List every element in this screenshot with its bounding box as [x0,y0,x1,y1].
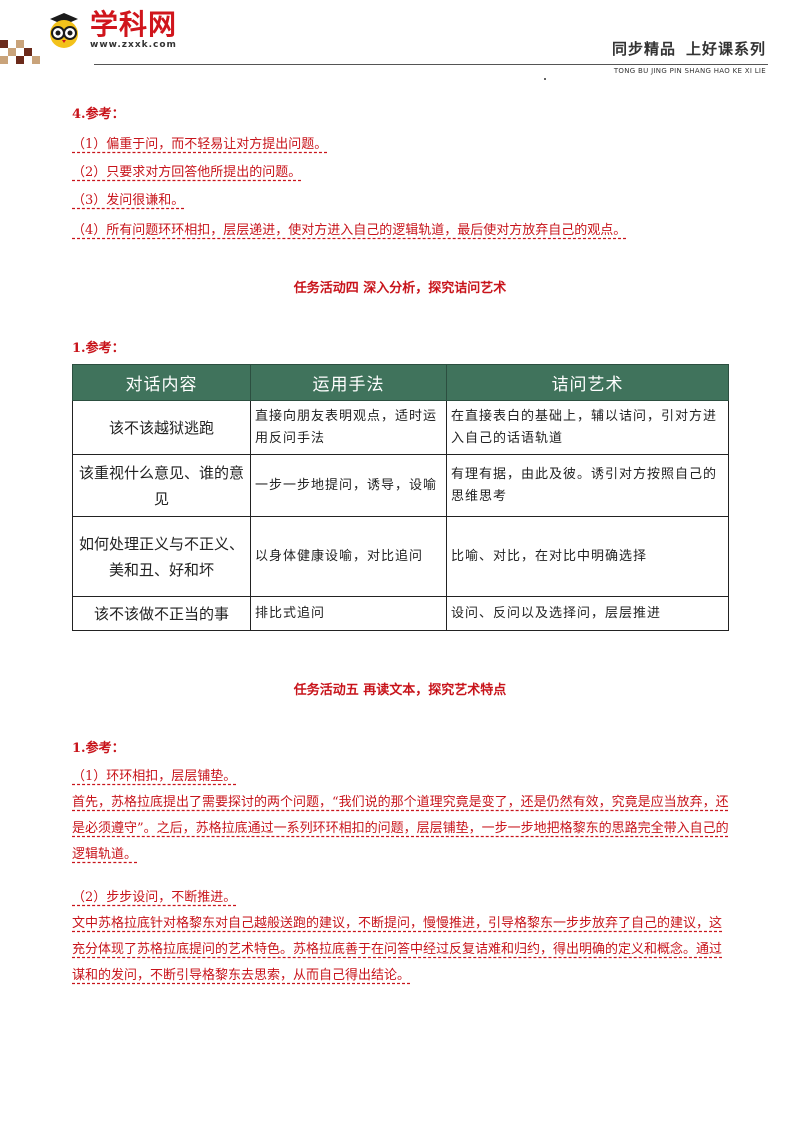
point2-text: 文中苏格拉底针对格黎东对自己越般送跑的建议，不断提问，慢慢推进，引导格黎东一步步… [72,916,723,983]
table-header-cell: 对话内容 [72,364,251,401]
table-row: 如何处理正义与不正义、美和丑、好和坏 以身体健康设喻，对比追问 比喻、对比，在对… [72,516,729,597]
point1-text: 首先，苏格拉底提出了需要探讨的两个问题，“我们说的那个道理究竟是变了，还是仍然有… [72,795,729,862]
section4-line-1: （1）偏重于问，而不轻易让对方提出问题。 [72,137,328,152]
activity4-label: 1.参考： [72,341,125,356]
point2-paragraph: 文中苏格拉底针对格黎东对自己越般送跑的建议，不断提问，慢慢推进，引导格黎东一步步… [72,911,732,989]
table-header-cell: 运用手法 [250,364,447,401]
table-row: 该不该越狱逃跑 直接向朋友表明观点，适时运用反问手法 在直接表白的基础上，辅以诘… [72,400,729,455]
owl-logo-icon [50,13,78,48]
series-title-part1: 同步精品 [611,40,676,58]
table-cell: 该重视什么意见、谁的意见 [72,454,251,517]
logo[interactable]: 学科网 www.zxxk.com [44,10,177,50]
logo-name: 学科网 [90,8,178,41]
page-header: 学科网 www.zxxk.com 同步精品上好课系列 TONG BU JING … [0,0,800,84]
table-cell: 以身体健康设喻，对比追问 [250,516,447,597]
point1-paragraph: 首先，苏格拉底提出了需要探讨的两个问题，“我们说的那个道理究竟是变了，还是仍然有… [72,790,732,868]
brand-pattern-icon [0,40,40,64]
series-title: 同步精品上好课系列 [612,38,766,59]
table-cell: 该不该越狱逃跑 [72,400,251,455]
activity5-label: 1.参考： [72,741,125,756]
decorative-dot [544,78,546,80]
section4-line-3: （3）发问很谦和。 [72,193,185,208]
activity5-heading: 任务活动五 再读文本，探究艺术特点 [293,683,507,698]
series-pinyin: TONG BU JING PIN SHANG HAO KE XI LIE [613,67,766,75]
section4-line-2: （2）只要求对方回答他所提出的问题。 [72,165,302,180]
table-header-row: 对话内容 运用手法 诘问艺术 [72,364,729,401]
table-cell: 该不该做不正当的事 [72,596,251,631]
series-title-part2: 上好课系列 [685,40,766,58]
table-row: 该不该做不正当的事 排比式追问 设问、反问以及选择问，层层推进 [72,596,729,631]
header-divider [94,64,768,65]
table-cell: 设问、反问以及选择问，层层推进 [446,596,729,631]
point1-title: （1）环环相扣，层层铺垫。 [72,769,237,784]
activity4-heading: 任务活动四 深入分析，探究诘问艺术 [293,281,507,296]
table-cell: 排比式追问 [250,596,447,631]
table-cell: 如何处理正义与不正义、美和丑、好和坏 [72,516,251,597]
table-row: 该重视什么意见、谁的意见 一步一步地提问，诱导，设喻 有理有据，由此及彼。诱引对… [72,454,729,517]
logo-url: www.zxxk.com [90,40,177,50]
section4-label: 4.参考： [72,107,125,122]
table-header-cell: 诘问艺术 [446,364,729,401]
table-cell: 有理有据，由此及彼。诱引对方按照自己的思维思考 [446,454,729,517]
table-cell: 直接向朋友表明观点，适时运用反问手法 [250,400,447,455]
table-cell: 一步一步地提问，诱导，设喻 [250,454,447,517]
point2-title: （2）步步设问，不断推进。 [72,890,237,905]
table-cell: 比喻、对比，在对比中明确选择 [446,516,729,597]
table-cell: 在直接表白的基础上，辅以诘问，引对方进入自己的话语轨道 [446,400,729,455]
section4-line-4: （4）所有问题环环相扣，层层递进，使对方进入自己的逻辑轨道，最后使对方放弃自己的… [72,223,627,238]
dialogue-analysis-table: 对话内容 运用手法 诘问艺术 该不该越狱逃跑 直接向朋友表明观点，适时运用反问手… [72,364,729,631]
